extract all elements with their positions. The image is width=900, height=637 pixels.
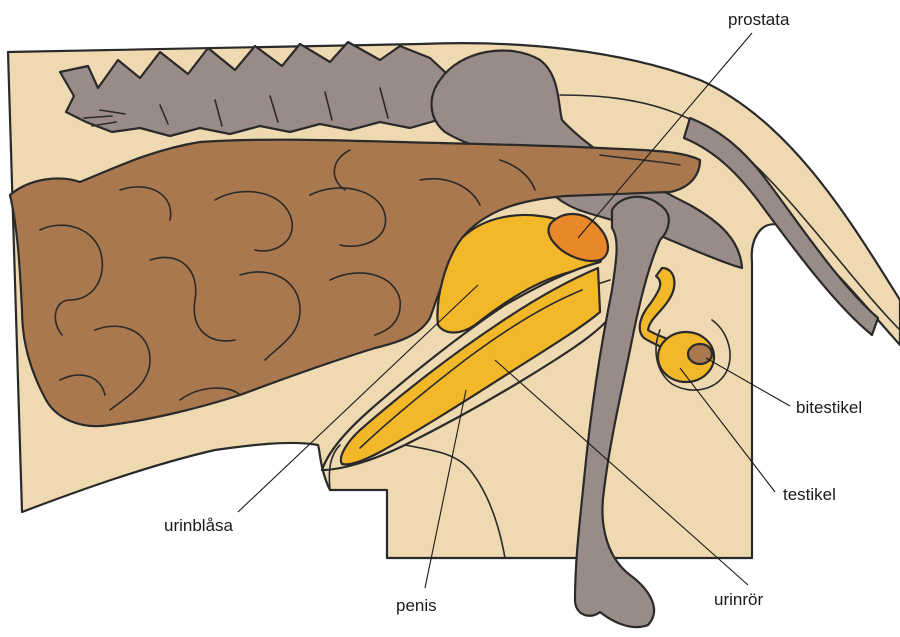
label-penis: penis [396, 596, 437, 615]
label-urinror: urinrör [714, 590, 763, 609]
label-bitestikel: bitestikel [796, 398, 862, 417]
epididymis [688, 344, 712, 364]
label-prostata: prostata [728, 10, 790, 29]
label-testikel: testikel [783, 485, 836, 504]
label-urinblasa: urinblåsa [164, 516, 234, 535]
